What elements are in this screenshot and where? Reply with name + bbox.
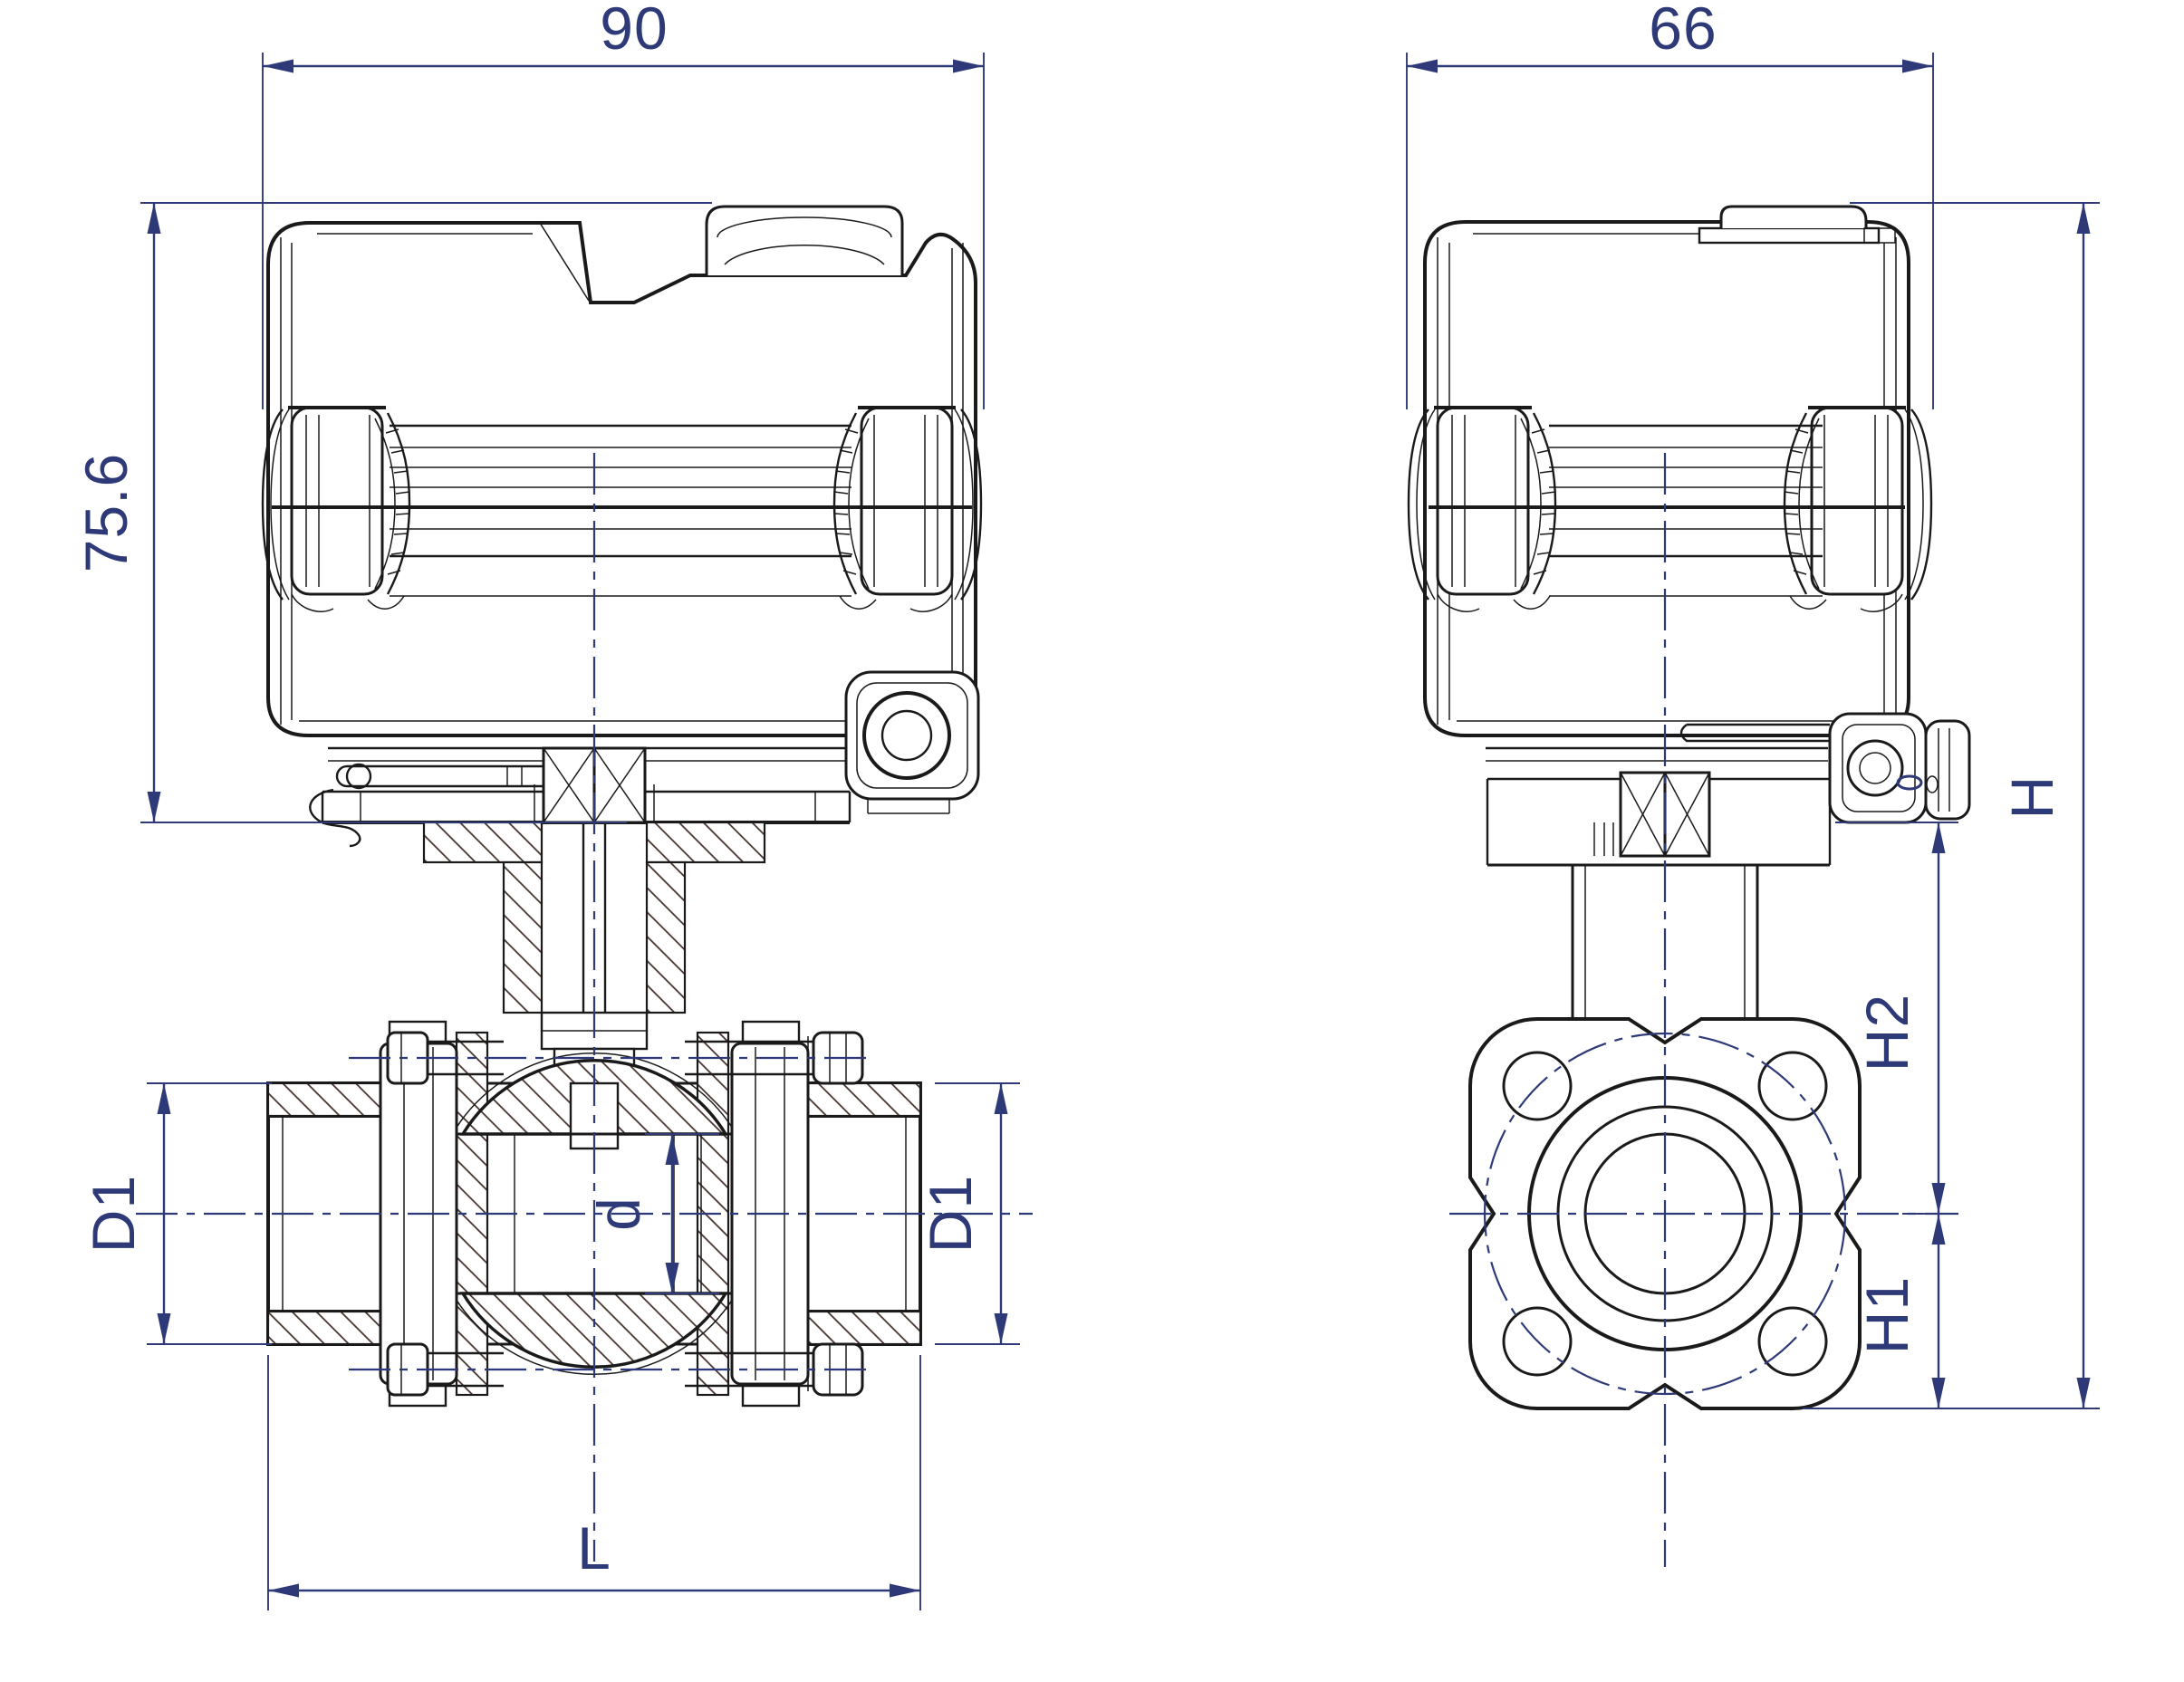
cable-gland-front (844, 670, 980, 814)
stud-top (386, 1031, 864, 1085)
dim-actuator-height-value: 75.6 (72, 453, 140, 572)
centerlines (136, 453, 1958, 1567)
dim-bore-value: d (585, 1197, 652, 1231)
dim-width-front: 90 (262, 0, 985, 409)
dim-port-od-left-value: D1 (80, 1175, 147, 1253)
actuator-top-cap (705, 205, 904, 275)
mounting-bracket-side (1486, 712, 1971, 1043)
bolt-circle (1483, 1032, 1847, 1396)
cable-gland-side (1679, 712, 1971, 824)
dim-width-side: 66 (1406, 0, 1934, 409)
gland-tab (1924, 719, 1971, 821)
dim-length-value: L (577, 1514, 611, 1581)
dim-port-od-right-value: D1 (917, 1175, 984, 1253)
dim-actuator-height: 75.6 (72, 202, 712, 823)
dim-total-height: H (1803, 202, 2100, 1409)
front-view (261, 205, 983, 1408)
actuator-rib-band-side (1429, 424, 1905, 597)
dim-port-od-right: D1 (917, 1082, 1020, 1345)
side-view (1407, 205, 1971, 1410)
actuator-rib-band (272, 424, 972, 597)
dim-port-od-left: D1 (80, 1082, 272, 1345)
dim-width-side-value: 66 (1649, 0, 1717, 62)
dim-length: L (267, 1355, 921, 1610)
dim-total-height-value: H (1998, 775, 2065, 820)
dim-center-height: H2 (1835, 822, 1958, 1215)
actuator-side (1407, 205, 1933, 737)
bracket-leg-right (645, 860, 687, 1014)
actuator-front (261, 205, 983, 737)
dim-width-front-value: 90 (600, 0, 668, 62)
housing-notch-line (539, 222, 590, 302)
dim-lower-height: H1 (1853, 1214, 1946, 1408)
wire-clip (309, 788, 361, 848)
seal-ring (1896, 774, 1923, 791)
dim-center-height-value: H2 (1853, 994, 1920, 1072)
dimensions: 90 75.6 D1 d D1 (72, 0, 2100, 1610)
actuator-top-cap-side (1698, 205, 1896, 245)
valve-body-front (266, 1020, 922, 1408)
bracket-pad-right (645, 821, 766, 864)
bracket-leg-left (502, 860, 544, 1014)
bracket-pad-left (422, 821, 544, 864)
dim-bore: d (585, 1133, 719, 1294)
dim-lower-height-value: H1 (1853, 1276, 1920, 1354)
